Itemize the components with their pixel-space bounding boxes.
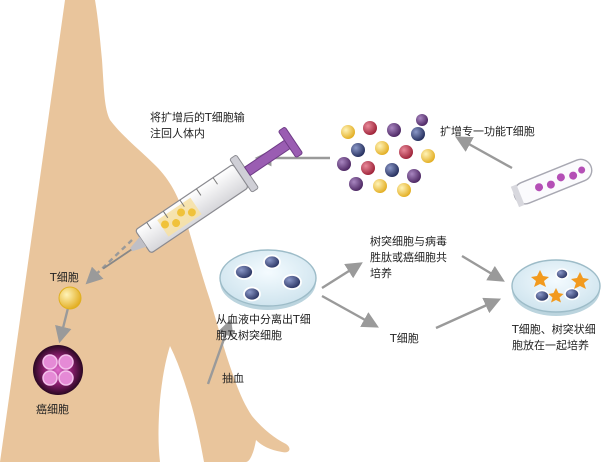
syringe bbox=[102, 127, 303, 270]
label-together-line1: T细胞、树突状细 bbox=[512, 323, 596, 336]
label-cancer-cell: 癌细胞 bbox=[36, 403, 69, 416]
label-together: T细胞、树突状细 胞放在一起培养 bbox=[512, 322, 596, 354]
arrow-tcell-to-final bbox=[435, 297, 502, 330]
cancer-cell bbox=[33, 345, 83, 395]
label-coculture: 树突细胞与病毒 胜肽或癌细胞共 培养 bbox=[370, 234, 447, 282]
label-together-line2: 胞放在一起培养 bbox=[512, 339, 589, 352]
arrow-syringe-to-tcell bbox=[85, 239, 133, 285]
label-expand-tcells: 扩增专一功能T细胞 bbox=[440, 125, 535, 138]
label-coculture-line2: 胜肽或癌细胞共 bbox=[370, 251, 447, 264]
label-inject-line2: 注回人体内 bbox=[150, 127, 205, 140]
label-coculture-line1: 树突细胞与病毒 bbox=[370, 235, 447, 248]
label-inject-back: 将扩增后的T细胞输 注回人体内 bbox=[150, 110, 245, 142]
label-inject-line1: 将扩增后的T细胞输 bbox=[150, 111, 245, 124]
label-coculture-line3: 培养 bbox=[370, 267, 392, 280]
arrow-dish-to-tcell bbox=[321, 294, 379, 328]
label-draw-blood: 抽血 bbox=[222, 372, 244, 385]
arrow-tcell-to-cancer bbox=[55, 307, 72, 344]
expanded-tcell-cluster bbox=[337, 114, 435, 197]
tcell-in-body bbox=[58, 286, 82, 310]
label-tcell-body: T细胞 bbox=[50, 271, 79, 284]
label-separate: 从血液中分离出T细 胞及树突细胞 bbox=[216, 312, 311, 344]
petri-dish-separation bbox=[219, 249, 317, 310]
label-separate-line2: 胞及树突细胞 bbox=[216, 329, 282, 342]
petri-dish-coculture bbox=[511, 259, 601, 316]
label-separate-line1: 从血液中分离出T细 bbox=[216, 313, 311, 326]
label-tcell-mid: T细胞 bbox=[390, 332, 419, 345]
arrow-tube-to-expanded bbox=[455, 136, 513, 170]
arrow-draw-blood bbox=[206, 318, 234, 385]
arrow-dish-to-coculture bbox=[321, 262, 363, 290]
arrow-coculture-to-final bbox=[461, 254, 505, 282]
test-tube bbox=[510, 158, 593, 208]
